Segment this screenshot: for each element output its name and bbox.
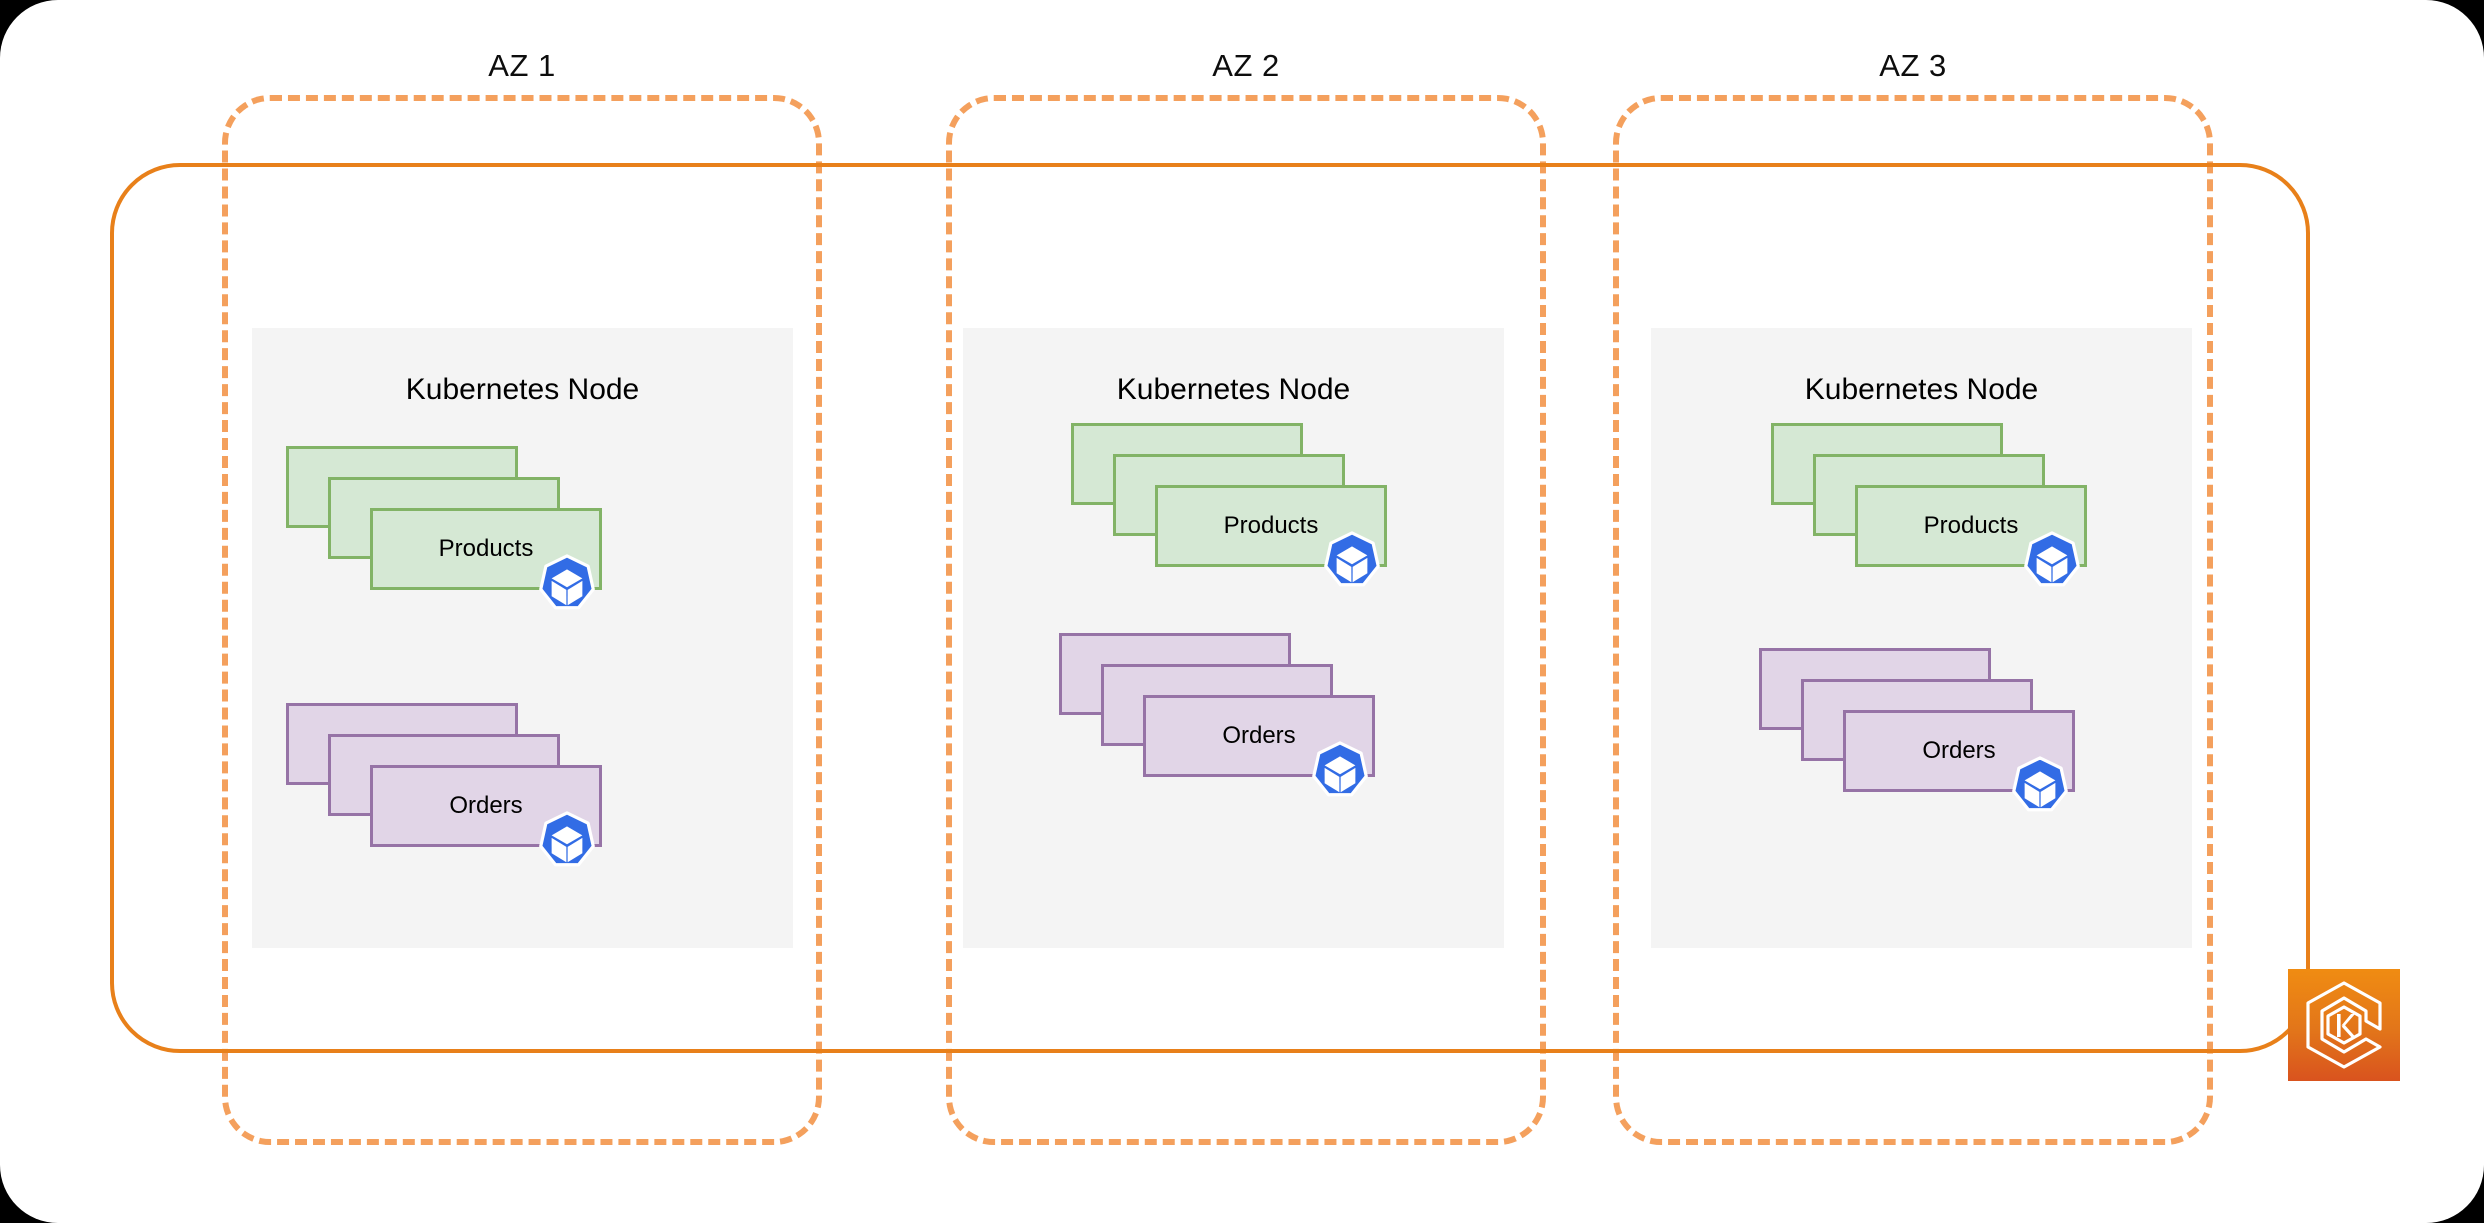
workload-label-products: Products — [1223, 512, 1319, 539]
node-title-az1: Kubernetes Node — [405, 373, 640, 406]
kubernetes-icon — [535, 811, 599, 875]
workload-stack-orders-az1: Orders — [286, 703, 656, 883]
aws-eks-icon — [2288, 969, 2400, 1081]
workload-label-products: Products — [438, 535, 534, 562]
kubernetes-icon — [2020, 531, 2084, 595]
workload-label-products: Products — [1923, 512, 2019, 539]
workload-stack-orders-az3: Orders — [1759, 648, 2129, 828]
az-zone-2 — [946, 95, 1546, 1145]
workload-stack-products-az1: Products — [286, 446, 656, 626]
az-zone-3 — [1613, 95, 2213, 1145]
kubernetes-node-panel-az3: Kubernetes Node Products Orders — [1651, 328, 2192, 948]
workload-label-orders: Orders — [1222, 722, 1296, 749]
kubernetes-icon — [1308, 741, 1372, 805]
az-zone-1 — [222, 95, 822, 1145]
kubernetes-icon — [2008, 756, 2072, 820]
kubernetes-node-panel-az2: Kubernetes Node Products Orders — [963, 328, 1504, 948]
workload-stack-orders-az2: Orders — [1059, 633, 1429, 813]
workload-stack-products-az3: Products — [1771, 423, 2141, 603]
az-label-2: AZ 2 — [1212, 48, 1280, 83]
workload-stack-products-az2: Products — [1071, 423, 1441, 603]
workload-card-orders[interactable]: Orders — [1843, 710, 2075, 792]
kubernetes-node-panel-az1: Kubernetes Node Products Orders — [252, 328, 793, 948]
kubernetes-icon — [535, 554, 599, 618]
workload-label-orders: Orders — [449, 792, 523, 819]
node-title-az2: Kubernetes Node — [1116, 373, 1351, 406]
az-label-1: AZ 1 — [488, 48, 556, 83]
az-label-3: AZ 3 — [1879, 48, 1947, 83]
kubernetes-icon — [1320, 531, 1384, 595]
workload-label-orders: Orders — [1922, 737, 1996, 764]
node-title-az3: Kubernetes Node — [1804, 373, 2039, 406]
